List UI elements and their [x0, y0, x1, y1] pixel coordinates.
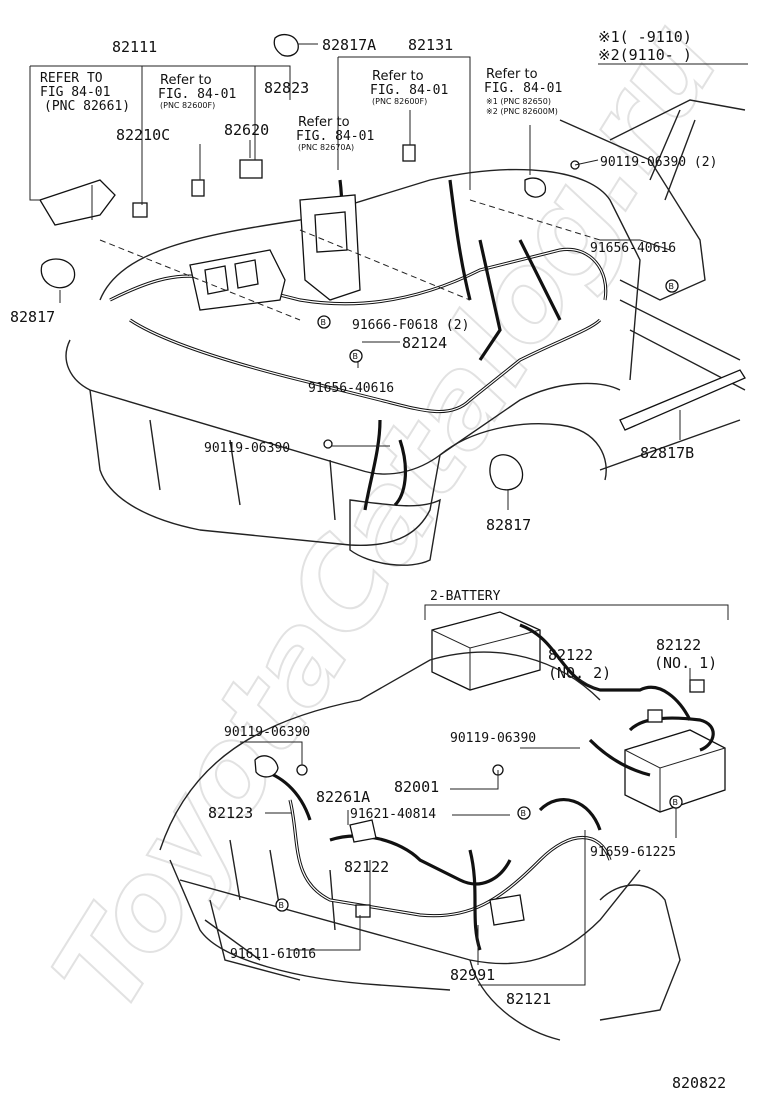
battery-title: 2-BATTERY — [430, 589, 501, 604]
svg-text:B: B — [521, 809, 527, 818]
bottom-vehicle-outline — [159, 651, 681, 1041]
b-marker: B — [665, 279, 679, 293]
label-82991: 82991 — [450, 966, 495, 984]
label-82122-no2-sub: (NO. 2) — [548, 664, 611, 682]
svg-text:FIG. 84-01: FIG. 84-01 — [484, 81, 562, 96]
svg-text:B: B — [279, 901, 285, 910]
svg-text:FIG. 84-01: FIG. 84-01 — [370, 83, 448, 98]
b-marker: B — [349, 349, 363, 363]
svg-text:REFER TO: REFER TO — [40, 71, 103, 86]
label-91611: 91611-61016 — [230, 947, 316, 962]
ref-note-right: Refer to FIG. 84-01 ※1 (PNC 82650) ※2 (P… — [484, 67, 562, 116]
label-82124: 82124 — [402, 334, 447, 352]
label-91659: 91659-61225 — [590, 845, 676, 860]
ref-note-mid1: Refer to FIG. 84-01 (PNC 82600F) — [158, 73, 236, 110]
label-82620: 82620 — [224, 121, 269, 139]
label-82210C: 82210C — [116, 126, 170, 144]
label-82261A: 82261A — [316, 788, 370, 806]
b-marker: B — [275, 898, 289, 912]
svg-text:(PNC 82661): (PNC 82661) — [44, 99, 130, 114]
label-82001: 82001 — [394, 778, 439, 796]
svg-text:B: B — [669, 282, 675, 291]
label-91666: 91666-F0618 (2) — [352, 318, 469, 333]
label-82131: 82131 — [408, 36, 453, 54]
b-marker: B — [517, 806, 531, 820]
svg-text:FIG 84-01: FIG 84-01 — [40, 85, 110, 100]
ref-note-mid2: Refer to FIG. 84-01 (PNC 82670A) — [296, 115, 374, 152]
label-90119-bl: 90119-06390 — [224, 725, 310, 740]
svg-text:※2 (PNC 82600M): ※2 (PNC 82600M) — [486, 107, 558, 116]
label-90119-top: 90119-06390 (2) — [600, 155, 717, 170]
svg-text:B: B — [321, 318, 327, 327]
svg-text:B: B — [673, 798, 679, 807]
svg-text:Refer to: Refer to — [486, 67, 538, 82]
label-91621: 91621-40814 — [350, 807, 436, 822]
label-82122-bottom: 82122 — [344, 858, 389, 876]
svg-text:(PNC 82600F): (PNC 82600F) — [372, 97, 427, 106]
svg-text:Refer to: Refer to — [160, 73, 212, 88]
ref-note-left: REFER TO FIG 84-01 (PNC 82661) — [40, 71, 130, 114]
legend-note-1: ※1( -9110) — [598, 28, 692, 46]
bottom-harness — [259, 768, 612, 951]
b-marker: B — [669, 795, 683, 809]
label-82817A: 82817A — [322, 36, 376, 54]
svg-text:※1 (PNC 82650): ※1 (PNC 82650) — [486, 97, 551, 106]
bottom-components — [254, 755, 525, 926]
legend-note-2: ※2(9110- ) — [598, 46, 692, 64]
label-90119-mid: 90119-06390 — [204, 441, 290, 456]
svg-text:(PNC 82600F): (PNC 82600F) — [160, 101, 215, 110]
svg-text:Refer to: Refer to — [372, 69, 424, 84]
label-82111: 82111 — [112, 38, 157, 56]
label-90119-bc: 90119-06390 — [450, 731, 536, 746]
label-82817B: 82817B — [640, 444, 694, 462]
label-82121: 82121 — [506, 990, 551, 1008]
label-82823: 82823 — [264, 79, 309, 97]
label-82817-mid: 82817 — [486, 516, 531, 534]
b-marker: B — [317, 315, 331, 329]
top-leaders — [29, 43, 681, 510]
top-components — [39, 33, 746, 491]
label-91656-mid: 91656-40616 — [308, 381, 394, 396]
svg-text:FIG. 84-01: FIG. 84-01 — [158, 87, 236, 102]
label-91656-right: 91656-40616 — [590, 241, 676, 256]
svg-text:B: B — [353, 352, 359, 361]
svg-text:Refer to: Refer to — [298, 115, 350, 130]
label-82122-no1-sub: (NO. 1) — [654, 654, 717, 672]
page-code: 820822 — [672, 1074, 726, 1092]
battery-detail: 2-BATTERY — [424, 589, 729, 813]
bottom-leaders — [240, 741, 677, 986]
svg-text:(PNC 82670A): (PNC 82670A) — [298, 143, 354, 152]
label-82122-no2: 82122 — [548, 646, 593, 664]
label-82123: 82123 — [208, 804, 253, 822]
ref-note-mid3: Refer to FIG. 84-01 (PNC 82600F) — [370, 69, 448, 106]
legend-box: ※1( -9110) ※2(9110- ) — [598, 28, 748, 65]
svg-text:FIG. 84-01: FIG. 84-01 — [296, 129, 374, 144]
label-82817-left: 82817 — [10, 308, 55, 326]
label-82122-no1: 82122 — [656, 636, 701, 654]
